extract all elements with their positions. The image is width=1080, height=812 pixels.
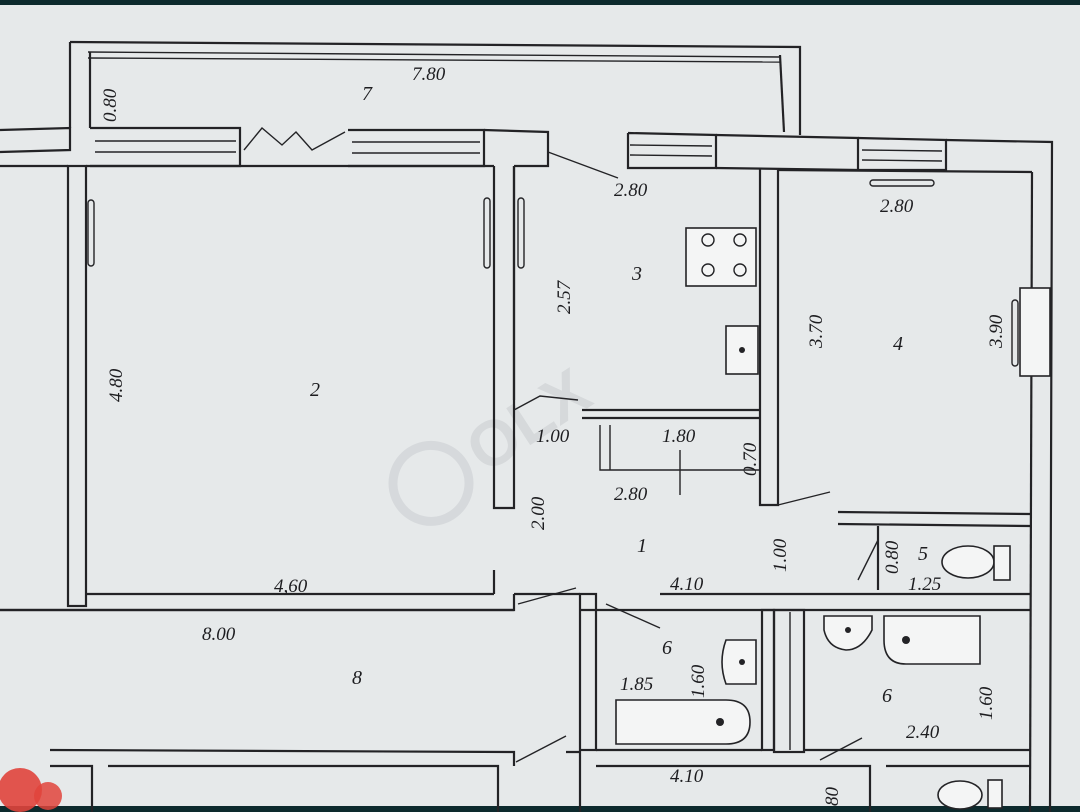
- hall-south-walls: [514, 587, 1030, 761]
- dim-closet-depth: 0.70: [740, 442, 761, 476]
- dim-wc-corridor: 1.00: [770, 538, 791, 572]
- dim-room2-depth: 4.80: [106, 368, 127, 402]
- dim-bath-left-depth: 1.60: [688, 664, 709, 698]
- room-number-4: 4: [893, 333, 903, 355]
- dim-room4-width: 2.80: [880, 196, 914, 217]
- room-3-walls: [512, 166, 780, 507]
- room-number-6-left: 6: [662, 637, 672, 659]
- dim-hall-length-bottom: 4.10: [670, 766, 704, 787]
- dim-wc-door: 0.80: [882, 540, 903, 574]
- closet: [599, 425, 760, 495]
- watermark-text: OLX: [453, 354, 603, 486]
- dim-bath-left-width: 1.85: [620, 674, 653, 695]
- dim-room2-width: 4,60: [274, 576, 308, 597]
- room-number-3: 3: [631, 263, 642, 285]
- room-8-walls: [0, 608, 1030, 812]
- room-4-walls: [777, 168, 1051, 528]
- room-2-walls: [0, 164, 525, 612]
- balcony-walls: [68, 40, 802, 135]
- room-number-6-right: 6: [882, 685, 892, 707]
- dim-room4-depth-left: 3.70: [806, 314, 827, 349]
- dim-balcony-length: 7.80: [412, 64, 446, 85]
- dim-balcony-depth: 0.80: [100, 88, 121, 122]
- room-5-walls: [857, 526, 1011, 590]
- corner-mark: [0, 768, 62, 812]
- top-frame: [0, 0, 1080, 5]
- room-number-8: 8: [352, 667, 362, 689]
- room-number-7: 7: [362, 83, 373, 105]
- dim-bath-right-depth: 1.60: [976, 686, 997, 720]
- bottom-frame: [0, 806, 1080, 812]
- dim-hall-door-depth: 2.00: [528, 496, 549, 530]
- watermark: OLX: [388, 354, 603, 526]
- dim-closet-length: 1.80: [662, 426, 696, 447]
- dim-wc-width: 1.25: [908, 574, 941, 595]
- dim-room8-length: 8.00: [202, 624, 236, 645]
- dim-bottom-partial: 80: [822, 787, 843, 807]
- north-wall: [0, 126, 550, 168]
- room-number-1: 1: [637, 535, 647, 557]
- room-number-5: 5: [918, 543, 928, 565]
- dim-kitchen-depth: 2.57: [554, 279, 575, 314]
- dim-kitchen-width: 2.80: [614, 180, 648, 201]
- dim-hall-width: 2.80: [614, 484, 648, 505]
- dim-hall-length-top: 4.10: [670, 574, 704, 595]
- dim-room4-depth-right: 3.90: [986, 314, 1007, 349]
- dim-door-width: 1.00: [536, 426, 570, 447]
- dim-bath-right-width: 2.40: [906, 722, 940, 743]
- room-number-2: 2: [310, 379, 320, 401]
